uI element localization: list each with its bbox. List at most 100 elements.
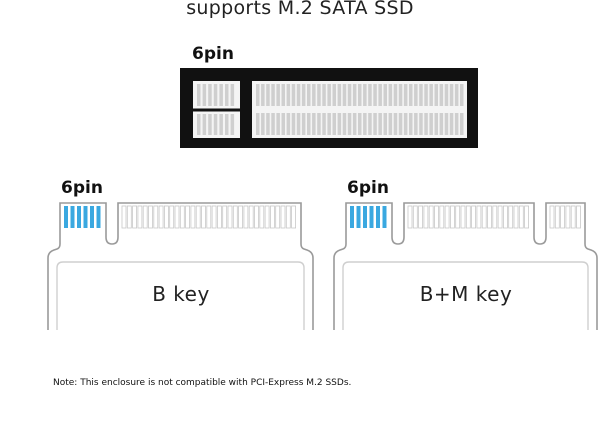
connector-pin [403,113,408,135]
b-key-pin [222,205,228,229]
b-key-label: B key [152,282,210,306]
connector-pin [434,84,438,106]
connector-pin [342,84,347,106]
b-key-sata-pin [90,206,94,228]
bm-key-pin [565,205,571,229]
connector-pin [460,113,464,135]
b-key-pin [190,205,196,229]
connector-pin [332,84,336,106]
bm-key-sata-pin [350,206,354,228]
bm-key-pin [407,205,413,229]
connector-pin [291,113,296,135]
connector-pin [398,84,403,106]
b-key-pin [153,205,159,229]
b-key-pin [232,205,238,229]
bm-key-gold-fingers [350,205,581,229]
connector-pin [208,114,212,135]
connector-pin [449,84,454,106]
bm-key-pin [434,205,439,229]
b-key-pin [163,205,169,229]
b-key-pin [238,205,244,229]
bm-key-card: B+M key [333,202,598,330]
b-key-pin [216,205,222,229]
connector-pin [327,84,331,106]
b-key-pin [248,205,254,229]
connector-pin [363,113,367,135]
bm-key-pin [560,205,565,229]
b-key-pin [185,205,191,229]
connector-pin [230,84,235,106]
bm-key-card-inner-border [342,261,589,330]
b-key-pin [148,205,153,229]
page-title: supports M.2 SATA SSD [186,0,414,19]
connector-pin [439,84,444,106]
b-key-pin [285,205,291,229]
connector-pin [301,113,306,135]
bm-key-pin [471,205,477,229]
connector-pin [342,113,347,135]
connector-pin [256,84,260,106]
b-key-pin [275,205,281,229]
bm-key-label: B+M key [420,282,513,306]
connector-pin [429,113,433,135]
bm-key-sata-pin [376,206,380,228]
connector-pin [368,84,372,106]
connector-pin [317,113,321,135]
connector-pin [307,84,311,106]
bm-key-pin [428,205,434,229]
b-key-pin [142,205,148,229]
connector-pin [460,84,464,106]
bm-key-pin [497,205,503,229]
connector-pin [368,113,372,135]
connector-pin [208,84,212,106]
connector-pin [225,114,229,135]
connector-pin [322,84,326,106]
b-key-pin [291,205,297,229]
connector-pin [409,84,413,106]
bm-key-pin [444,205,450,229]
b-key-pin [269,205,275,229]
b-key-sata-pin [96,206,101,228]
connector-pin [419,113,423,135]
b-key-pin [211,205,217,229]
connector-pin [388,84,393,106]
connector-pin [197,84,201,106]
connector-pin [276,84,280,106]
connector-pin [429,84,433,106]
connector-pin [296,113,301,135]
connector-pin [266,84,270,106]
b-key-sata-pin [64,206,68,228]
connector-pin [225,84,229,106]
bm-key-sata-pin [382,206,387,228]
connector-pin [454,84,459,106]
connector-pin [230,114,235,135]
sata-connector [180,68,478,148]
connector-pin [444,113,449,135]
bm-key-sata-pin [363,206,367,228]
connector-pin [202,114,207,135]
connector-pin [271,113,275,135]
b-key-card-inner-border [56,261,305,330]
connector-pin [322,113,326,135]
connector-pin [327,113,331,135]
connector-pin [414,113,418,135]
bm-key-pin [487,205,492,229]
connector-pin [286,84,291,106]
connector-pin-label: 6pin [192,44,234,64]
connector-pin [213,114,218,135]
b-key-pin [243,205,249,229]
bm-key-pin [524,205,529,229]
connector-pin [449,113,454,135]
bm-key-pin [460,205,466,229]
connector-pin [317,84,321,106]
connector-pin [312,84,316,106]
b-key-pin [227,205,233,229]
connector-pin [347,84,352,106]
connector-pin [398,113,403,135]
connector-pin [373,113,377,135]
connector-pin [261,84,265,106]
bm-key-pin [481,205,487,229]
connector-pins [197,84,464,135]
connector-pin [383,113,387,135]
